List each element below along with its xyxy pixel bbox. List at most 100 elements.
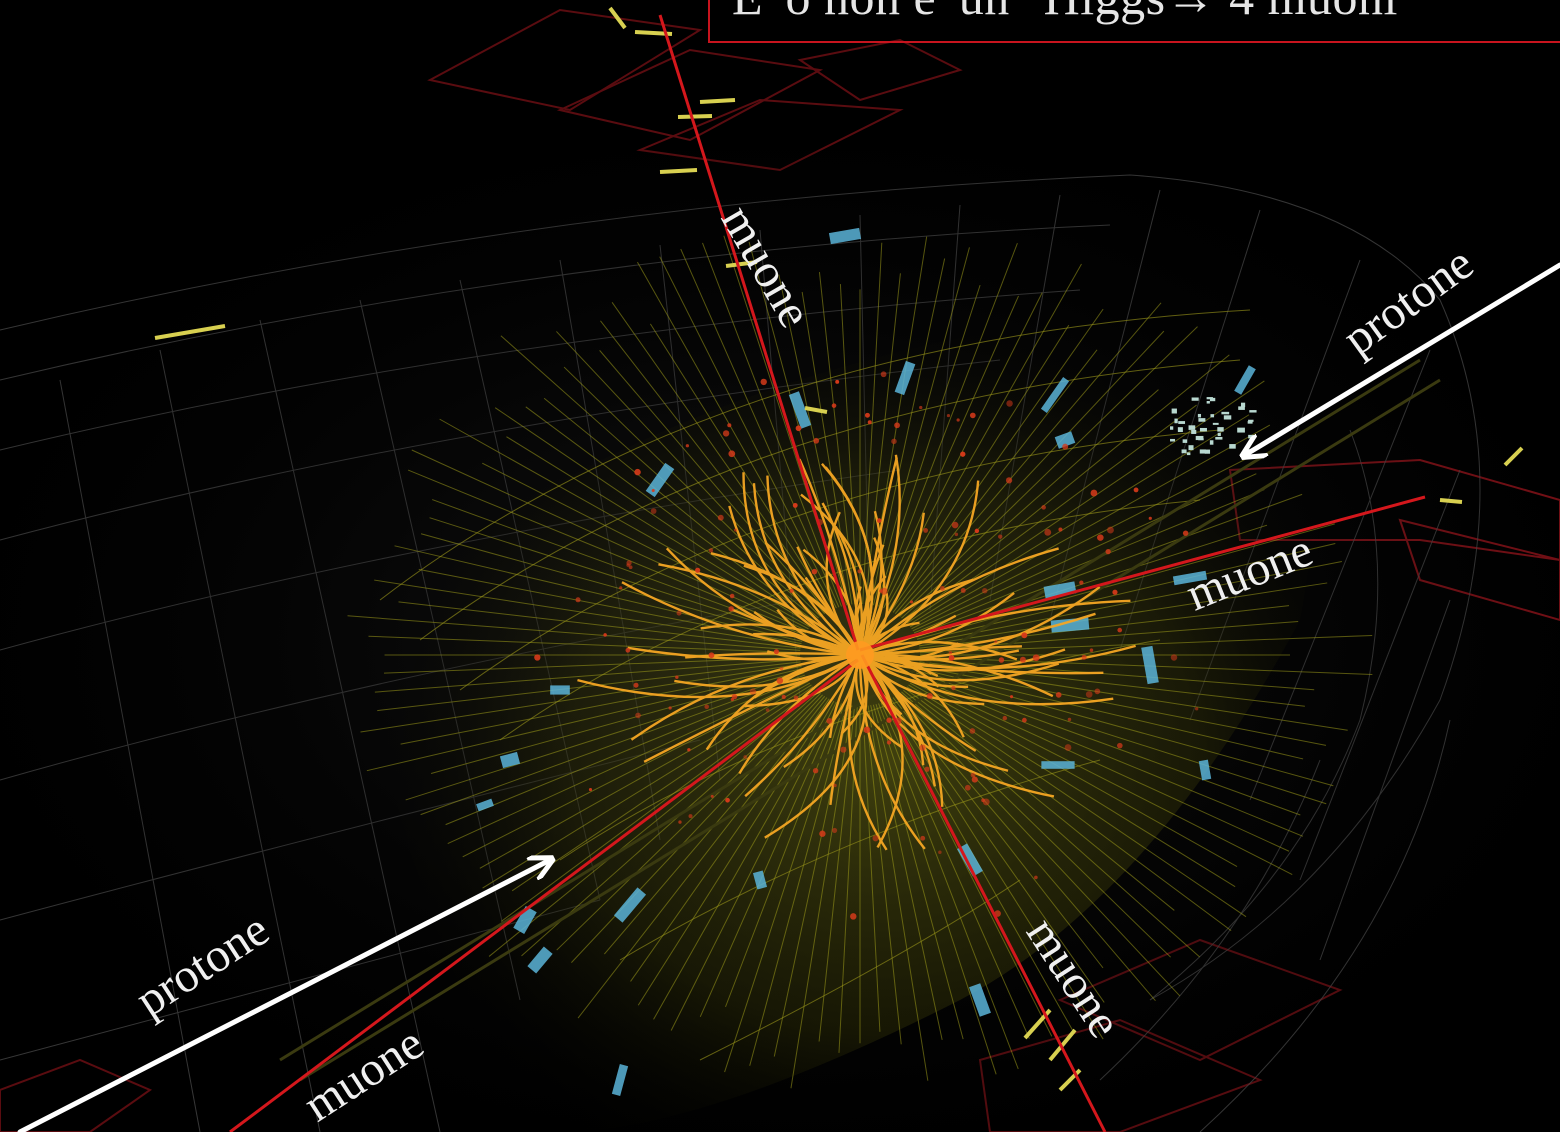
- calorimeter-deposit: [969, 983, 991, 1017]
- calorimeter-spoke: [749, 704, 848, 1066]
- energy-dot: [960, 451, 966, 457]
- tracker-hit: [1221, 411, 1230, 415]
- energy-dot: [792, 502, 798, 508]
- calorimeter-spoke: [862, 705, 881, 1032]
- energy-dot: [710, 794, 714, 798]
- hadron-track: [743, 564, 862, 656]
- hadron-tracks: [577, 454, 1136, 851]
- calorimeter-spoke: [400, 665, 802, 745]
- energy-dot: [1182, 530, 1189, 536]
- hadron-track: [859, 654, 904, 849]
- energy-dot: [1107, 526, 1114, 534]
- tracker-hit: [1197, 413, 1202, 418]
- hadron-track: [783, 654, 862, 769]
- calorimeter-spoke: [432, 499, 805, 636]
- energy-dot: [588, 788, 593, 792]
- calorimeter-spoke: [556, 693, 821, 951]
- calorimeter-spoke: [894, 695, 1156, 1001]
- energy-dot: [960, 587, 966, 593]
- tracker-hit: [1212, 422, 1219, 425]
- energy-dot: [668, 706, 672, 710]
- hadron-track: [859, 653, 965, 738]
- collision-vertex: [846, 641, 874, 669]
- calorimeter-spoke: [479, 682, 811, 869]
- calorimeter-spoke: [653, 700, 835, 1020]
- calorimeter-spoke: [913, 489, 1265, 634]
- energy-dot: [625, 647, 631, 653]
- calorimeter-spoke: [888, 324, 1070, 611]
- energy-dot: [727, 423, 732, 428]
- energy-dot: [946, 413, 951, 418]
- calorimeter-spoke: [864, 705, 902, 1045]
- energy-dot: [708, 652, 715, 659]
- energy-dot: [1117, 742, 1123, 749]
- tracker-hit: [1170, 438, 1176, 442]
- energy-dot: [626, 563, 630, 567]
- energy-dot: [1055, 692, 1062, 698]
- energy-dot: [867, 420, 872, 425]
- tracker-hit: [1237, 427, 1245, 433]
- energy-dot: [924, 766, 930, 772]
- calorimeter-spoke: [918, 561, 1342, 645]
- tracker-hit: [1178, 421, 1186, 424]
- calorimeter-deposit: [550, 685, 570, 695]
- calorimeter-spoke: [377, 661, 801, 712]
- energy-dot: [678, 820, 682, 824]
- calorimeter-deposit: [1041, 761, 1075, 769]
- calorimeter-spoke: [439, 418, 811, 628]
- hadron-track: [621, 581, 861, 657]
- calorimeter-spoke: [543, 397, 817, 621]
- calorimeter-spoke: [649, 323, 832, 611]
- muon-tracks: [229, 14, 1426, 1132]
- energy-dot: [795, 425, 802, 432]
- energy-dot: [840, 746, 847, 753]
- energy-dot: [1062, 443, 1069, 450]
- energy-dot: [850, 913, 857, 920]
- calorimeter-spoke: [411, 449, 808, 632]
- hadron-track: [685, 652, 861, 659]
- calorimeter-spoke: [482, 462, 809, 630]
- energy-dot: [634, 468, 641, 476]
- calorimeter-spoke: [880, 702, 1030, 1039]
- calorimeter-spoke: [430, 670, 804, 774]
- energy-dot: [728, 450, 736, 458]
- calorimeter-spoke: [429, 517, 804, 638]
- energy-dot: [628, 565, 633, 570]
- energy-dot: [998, 534, 1003, 539]
- calorimeter-spoke: [748, 241, 848, 606]
- energy-dot: [1022, 717, 1027, 723]
- calorimeter-spoke: [918, 582, 1328, 647]
- calorimeter-deposit: [1234, 365, 1256, 395]
- calorimeter-deposit: [1172, 570, 1208, 586]
- energy-dot: [1089, 648, 1094, 652]
- energy-dot: [1044, 528, 1052, 536]
- tracker-hit: [1238, 406, 1245, 410]
- energy-dot: [773, 649, 780, 655]
- energy-dot: [704, 704, 709, 710]
- energy-dot: [1117, 627, 1123, 633]
- calorimeter-spoke: [885, 263, 1082, 610]
- energy-dot: [812, 767, 819, 774]
- calorimeter-spoke: [908, 684, 1236, 888]
- energy-dot: [831, 403, 837, 408]
- hadron-track: [859, 654, 944, 807]
- tracker-hit: [1170, 426, 1174, 430]
- calorimeter-spoke: [699, 702, 840, 1017]
- energy-dot: [880, 587, 888, 595]
- hadron-track: [859, 512, 925, 656]
- energy-dot: [687, 748, 691, 752]
- energy-dot: [781, 694, 786, 700]
- energy-dot: [864, 412, 870, 418]
- calorimeter-spoke: [912, 473, 1257, 632]
- calorimeter-spoke: [909, 424, 1271, 628]
- calorimeter-spoke: [563, 366, 821, 617]
- energy-dot: [733, 528, 738, 532]
- calorimeter-deposit: [476, 798, 494, 812]
- calorimeter-spoke: [916, 672, 1327, 805]
- tracker-hit: [1177, 427, 1183, 433]
- hadron-track: [858, 654, 926, 850]
- calorimeter-spoke: [880, 295, 1019, 608]
- calorimeter-spoke: [916, 670, 1334, 787]
- energy-dot: [971, 776, 978, 783]
